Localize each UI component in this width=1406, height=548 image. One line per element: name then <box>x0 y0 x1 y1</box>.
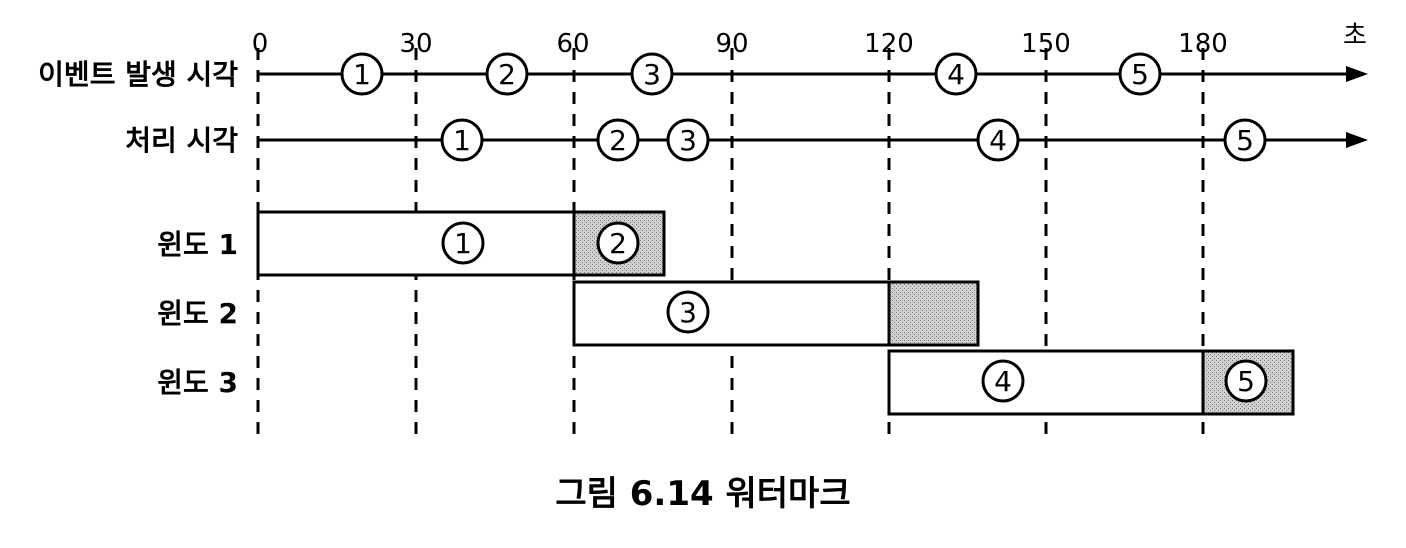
svg-text:2: 2 <box>609 124 627 157</box>
tick-label: 180 <box>1178 29 1228 59</box>
time-unit: 초 <box>1343 21 1367 51</box>
tick-label: 30 <box>399 29 432 59</box>
svg-text:2: 2 <box>609 227 627 260</box>
tick-label: 0 <box>252 29 269 59</box>
processing-marker: 2 <box>596 118 640 162</box>
late-event-marker: 2 <box>596 221 640 265</box>
window-event-marker: 3 <box>666 290 710 334</box>
svg-text:1: 1 <box>453 124 471 157</box>
svg-text:3: 3 <box>643 58 661 91</box>
window-label: 윈도 1 <box>157 228 238 261</box>
window-event-marker: 1 <box>441 221 485 265</box>
tick-label: 150 <box>1021 29 1071 59</box>
processing-marker: 3 <box>666 118 710 162</box>
event-marker: 4 <box>934 52 978 96</box>
window-3: 4 5 <box>887 349 1295 416</box>
event-marker: 1 <box>340 52 384 96</box>
svg-text:5: 5 <box>1131 58 1149 91</box>
processing-time-markers: 1 2 3 4 5 <box>440 118 1267 162</box>
timeline-label-event-time: 이벤트 발생 시각 <box>38 58 238 91</box>
tick-label: 120 <box>864 29 914 59</box>
window-box <box>887 349 1205 416</box>
svg-text:4: 4 <box>947 58 965 91</box>
event-time-markers: 1 2 3 4 5 <box>340 52 1162 96</box>
row-labels: 이벤트 발생 시각 처리 시각 윈도 1 윈도 2 윈도 3 <box>38 58 238 399</box>
svg-text:4: 4 <box>994 365 1012 398</box>
window-label: 윈도 3 <box>157 366 238 399</box>
processing-marker: 1 <box>440 118 484 162</box>
svg-text:1: 1 <box>353 58 371 91</box>
tick-labels: 0 30 60 90 120 150 180 초 <box>252 21 1367 59</box>
window-1: 1 2 <box>256 210 666 277</box>
event-marker: 3 <box>630 52 674 96</box>
timeline-label-processing-time: 처리 시각 <box>125 124 238 157</box>
tick-label: 90 <box>715 29 748 59</box>
event-marker: 2 <box>485 52 529 96</box>
svg-text:3: 3 <box>679 296 697 329</box>
svg-text:3: 3 <box>679 124 697 157</box>
figure-caption: 그림 6.14 워터마크 <box>555 474 851 514</box>
window-event-marker: 4 <box>981 359 1025 403</box>
event-time-arrowhead <box>1346 66 1368 82</box>
event-marker: 5 <box>1118 52 1162 96</box>
svg-text:5: 5 <box>1237 365 1255 398</box>
processing-time-arrowhead <box>1346 132 1368 148</box>
timeline-arrows <box>258 72 1346 142</box>
processing-marker: 4 <box>976 118 1020 162</box>
window-2: 3 <box>572 280 980 347</box>
late-event-marker: 5 <box>1224 359 1268 403</box>
window-label: 윈도 2 <box>157 297 238 330</box>
svg-text:5: 5 <box>1236 124 1254 157</box>
svg-text:1: 1 <box>454 227 472 260</box>
window-box <box>572 280 891 347</box>
window-box <box>256 210 576 277</box>
svg-text:4: 4 <box>989 124 1007 157</box>
tick-label: 60 <box>556 29 589 59</box>
svg-text:2: 2 <box>498 58 516 91</box>
processing-marker: 5 <box>1223 118 1267 162</box>
allowed-lateness-box <box>887 280 980 347</box>
